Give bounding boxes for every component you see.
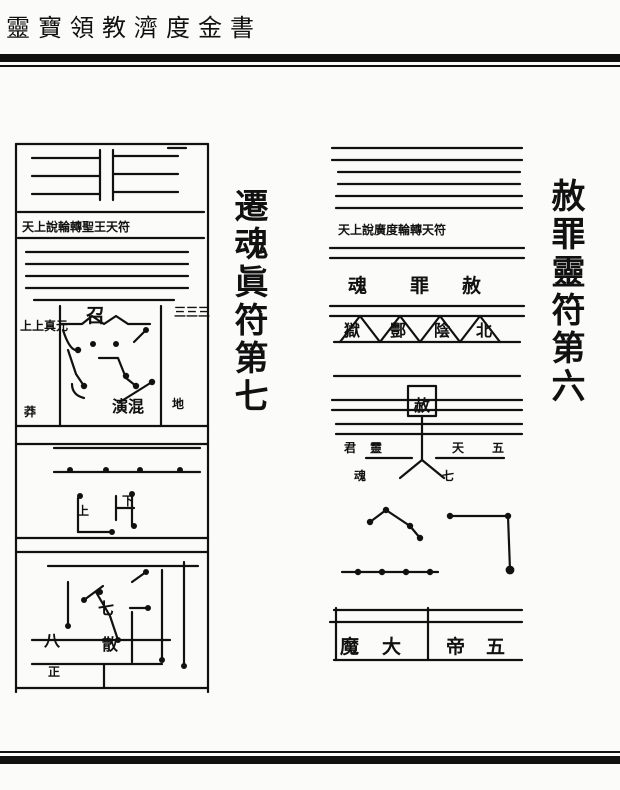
talisman-six-right-small-1: 五 [492,441,504,455]
talisman-six-left-small-3: 魂 [354,468,366,483]
talisman-six-bottom-1: 五 [486,636,505,658]
talisman-six-row1-a: 赦 [461,274,482,297]
talisman-six-bottom-3: 大 [382,635,401,658]
talisman-seven-lower-left: 八 [43,631,61,650]
page-title: 靈寶領教濟度金書 [6,14,262,42]
talisman-seven-right-panel: 三三三 [174,305,210,319]
talisman-six-left-small-2: 靈 [370,441,382,455]
talisman-six-left-small-1: 君 [343,441,356,455]
talisman-six-row1-c: 魂 [348,274,367,297]
talisman-seven-mark-2: 下 [122,494,134,508]
talisman-six-band: 天上說廣度輪轉天符 [338,222,446,237]
talisman-seven-left-bottom: 莽 [23,404,37,419]
talisman-six-row2-b: 陰 [434,321,451,340]
top-rule-thin [0,65,620,67]
bottom-rule-thick [0,756,620,764]
talisman-seven-middle-bottom: 演混 [112,397,144,416]
talisman-six-right-small-2: 天 [452,441,465,455]
talisman-six-row2-d: 獄 [344,321,360,340]
talisman-six-right-small-3: 七 [442,469,454,483]
talisman-seven-left-panel: 上上真元 [20,318,68,333]
talisman-seven-top-symbol: 召 [86,305,105,327]
talisman-six-row2-a: 北 [476,321,492,340]
bottom-rule-thin [0,751,620,753]
section-title-7: 遷魂眞符第七 [228,188,268,416]
section-title-6: 赦罪靈符第六 [545,178,585,406]
talisman-seven-right-bottom: 地 [172,396,184,411]
talisman-seven-lower-mid: 正 [48,665,60,679]
talisman-six-bottom-4: 魔 [340,635,360,658]
talisman-six-row2-c: 酆 [390,321,406,340]
top-rule-thick [0,54,620,62]
talisman-six-row1-b: 罪 [410,275,429,297]
talisman-six: 天上說廣度輪轉天符 赦 罪 魂 北 陰 酆 獄 赦 君 靈 魂 五 天 七 五 … [328,146,526,662]
talisman-seven: 天上說輪轉聖王天符 召 上上真元 莽 三三三 演混 地 七 八 正 散 上 下 [14,142,210,694]
talisman-seven-lower-right: 散 [102,635,119,654]
talisman-seven-band: 天上說輪轉聖王天符 [22,219,130,234]
talisman-seven-center-bottom: 七 [98,599,114,618]
talisman-seven-mark-1: 上 [77,503,89,518]
talisman-six-center: 赦 [413,396,431,415]
talisman-six-bottom-2: 帝 [446,635,465,658]
